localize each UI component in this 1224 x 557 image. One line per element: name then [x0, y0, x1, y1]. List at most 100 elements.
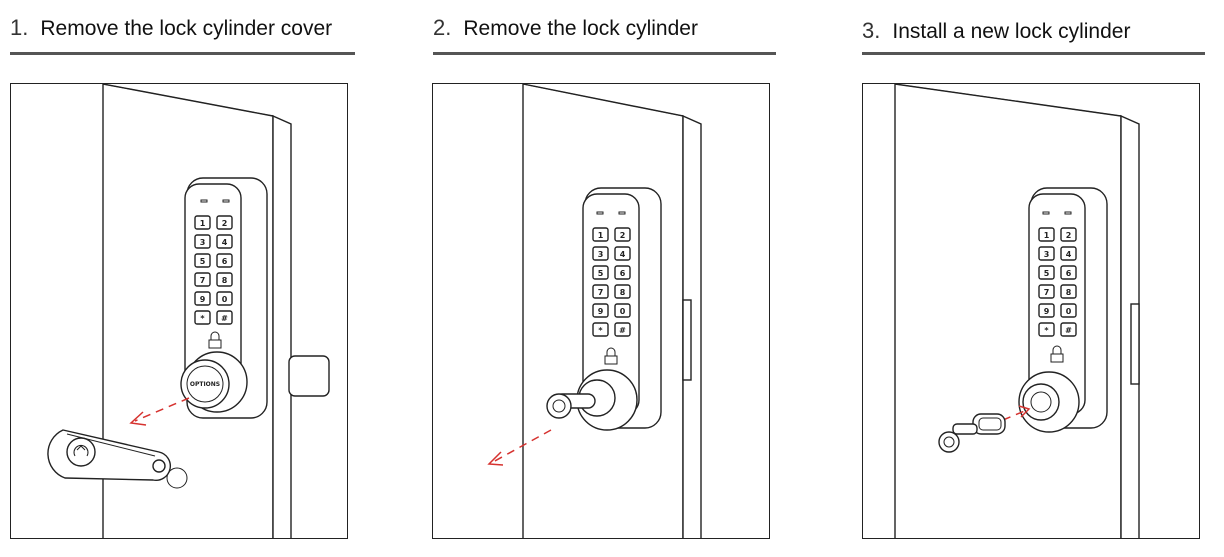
keypad-key	[614, 265, 631, 280]
keypad-key	[1060, 322, 1077, 337]
keypad-key-label: 9	[200, 295, 206, 304]
keypad-key	[194, 291, 211, 306]
keypad-key	[592, 265, 609, 280]
install-arrow	[1002, 409, 1028, 421]
door-edge	[682, 114, 702, 538]
keypad-key-label: 8	[1066, 288, 1072, 297]
step-2-underline	[433, 52, 776, 55]
step-1: 1. Remove the lock cylinder cover 1 2 3 4 5 6 7…	[0, 0, 400, 557]
keypad-key	[194, 215, 211, 230]
keypad-key	[194, 310, 211, 325]
keypad-key-label: 6	[1066, 269, 1072, 278]
step-1-number: 1.	[10, 15, 29, 40]
door-edge	[272, 114, 292, 538]
keypad-key	[1038, 284, 1055, 299]
keypad-key	[216, 272, 233, 287]
keypad-key	[592, 227, 609, 242]
keypad-key-label: 7	[1044, 288, 1050, 297]
keypad-key	[614, 322, 631, 337]
keypad-key-label: 5	[598, 269, 604, 278]
step-3-number: 3.	[862, 18, 881, 43]
door-strike	[1130, 303, 1140, 385]
keypad-key-label: 0	[222, 295, 228, 304]
keypad-key	[1060, 265, 1077, 280]
keypad-key	[1038, 227, 1055, 242]
keypad-key-label: 3	[200, 238, 206, 247]
lock-icon	[208, 331, 222, 349]
keypad-key	[614, 303, 631, 318]
keypad-key	[1060, 284, 1077, 299]
keypad-key-label: 6	[620, 269, 626, 278]
step-1-heading: 1. Remove the lock cylinder cover	[10, 15, 332, 41]
keypad-key-label: 7	[598, 288, 604, 297]
keypad-key	[1038, 246, 1055, 261]
new-lock-cylinder	[972, 413, 1006, 435]
cylinder-cover	[180, 359, 230, 409]
keypad-key-label: *	[598, 326, 603, 335]
lock-icon	[1050, 345, 1064, 363]
keypad-key	[614, 284, 631, 299]
keypad-key-label: 1	[200, 219, 206, 228]
step-3-underline	[862, 52, 1205, 55]
step-1-title: Remove the lock cylinder cover	[40, 17, 333, 40]
keypad-key-label: 1	[598, 231, 604, 240]
keypad-key	[216, 291, 233, 306]
step-3-title: Install a new lock cylinder	[892, 20, 1131, 43]
lock-icon	[604, 347, 618, 365]
keypad-key-label: 2	[1066, 231, 1072, 240]
keypad-key-label: 3	[1044, 250, 1050, 259]
key-icon	[938, 423, 978, 453]
keyfob-icon	[47, 429, 188, 489]
keypad-key	[216, 310, 233, 325]
keypad-key-label: #	[1065, 326, 1072, 335]
door-edge	[1120, 114, 1140, 538]
key-icon	[546, 393, 572, 419]
keypad-key-label: 7	[200, 276, 206, 285]
keypad-key	[1038, 303, 1055, 318]
keypad-key-label: #	[221, 314, 228, 323]
empty-cylinder-bore	[1022, 383, 1060, 421]
keypad-key-label: *	[200, 314, 205, 323]
keypad-key-label: 0	[1066, 307, 1072, 316]
keypad-key	[216, 215, 233, 230]
keypad-key	[216, 253, 233, 268]
keypad-key	[1060, 246, 1077, 261]
keypad-key	[1038, 322, 1055, 337]
keypad-key-label: 3	[598, 250, 604, 259]
step-2-number: 2.	[433, 15, 452, 40]
keypad-key	[194, 234, 211, 249]
step-1-underline	[10, 52, 355, 55]
keypad-key-label: 2	[620, 231, 626, 240]
keypad-key-label: 2	[222, 219, 228, 228]
keypad-key	[1060, 227, 1077, 242]
keypad-key-label: 4	[620, 250, 626, 259]
cover-logo: OPTIONS	[190, 381, 220, 388]
keypad-key-label: *	[1044, 326, 1049, 335]
removal-arrow	[492, 429, 552, 463]
keypad-key	[194, 253, 211, 268]
keypad-key-label: 5	[1044, 269, 1050, 278]
keypad-key	[614, 246, 631, 261]
lock-bolt	[288, 355, 330, 397]
keypad-key-label: 9	[598, 307, 604, 316]
step-2-title: Remove the lock cylinder	[463, 17, 698, 40]
keypad-key-label: 1	[1044, 231, 1050, 240]
keypad-key-label: 5	[200, 257, 206, 266]
keypad-key	[614, 227, 631, 242]
keypad-key	[592, 303, 609, 318]
keypad-key-label: 6	[222, 257, 228, 266]
keypad-key-label: #	[619, 326, 626, 335]
keypad-key	[592, 322, 609, 337]
keypad-key-label: 4	[222, 238, 228, 247]
